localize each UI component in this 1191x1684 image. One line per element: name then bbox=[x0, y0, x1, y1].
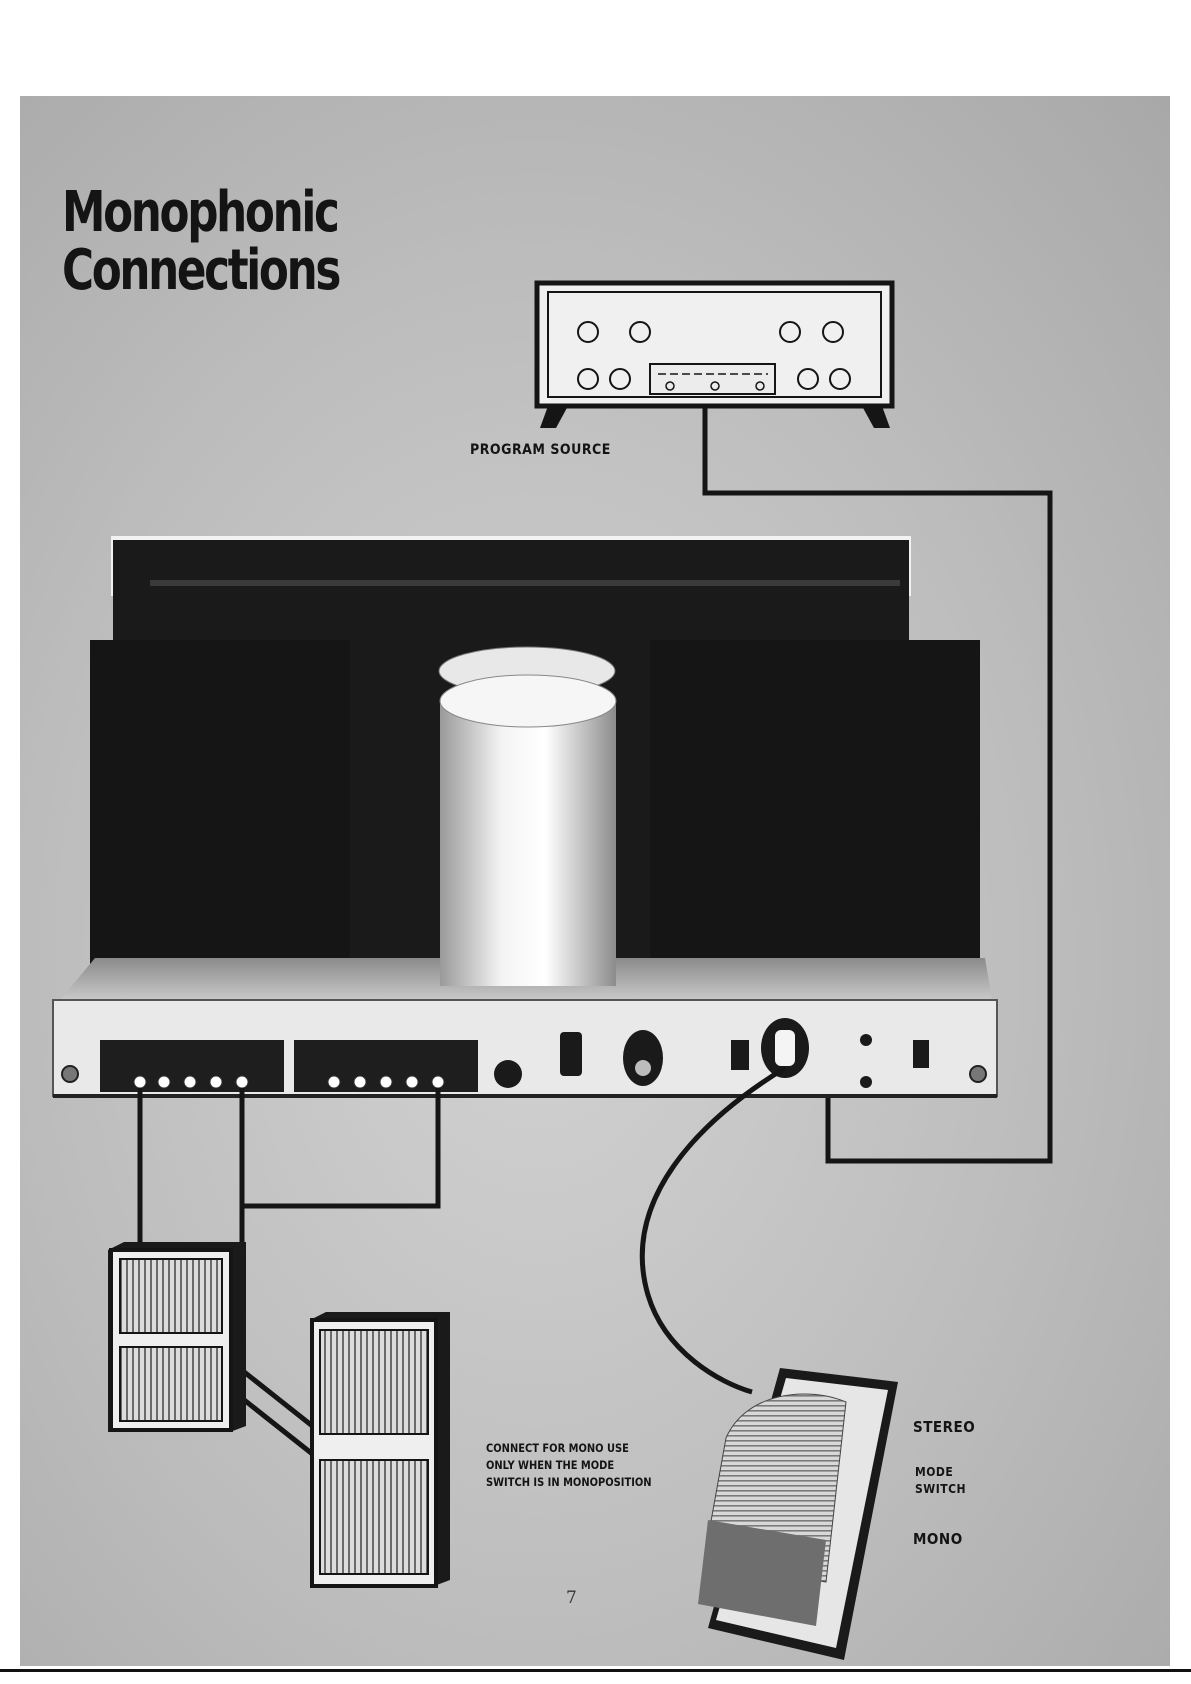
mode-switch-illustration bbox=[698, 1368, 898, 1660]
title-line-1: Monophonic bbox=[62, 180, 340, 245]
page-number: 7 bbox=[566, 1588, 577, 1608]
speaker-left bbox=[108, 1242, 246, 1432]
speaker-right bbox=[310, 1312, 450, 1588]
amplifier bbox=[52, 536, 998, 1098]
switch-label: SWITCH bbox=[915, 1482, 967, 1496]
mono-note-line-1: CONNECT FOR MONO USE bbox=[486, 1441, 629, 1455]
page-title: Monophonic Connections bbox=[62, 180, 341, 303]
mono-note-line-3: SWITCH IS IN MONOPOSITION bbox=[486, 1475, 652, 1489]
title-line-2: Connections bbox=[62, 238, 341, 303]
speaker-wires bbox=[137, 1088, 441, 1462]
bottom-rule bbox=[0, 1669, 1191, 1672]
program-source-device bbox=[534, 280, 895, 428]
mono-note: CONNECT FOR MONO USE ONLY WHEN THE MODE … bbox=[486, 1440, 652, 1491]
stereo-label: STEREO bbox=[913, 1418, 976, 1436]
program-source-label: PROGRAM SOURCE bbox=[470, 442, 611, 458]
mono-label: MONO bbox=[913, 1530, 963, 1548]
wire-mode-switch bbox=[640, 1065, 787, 1395]
mode-label: MODE bbox=[915, 1465, 954, 1479]
mono-note-line-2: ONLY WHEN THE MODE bbox=[486, 1458, 615, 1472]
